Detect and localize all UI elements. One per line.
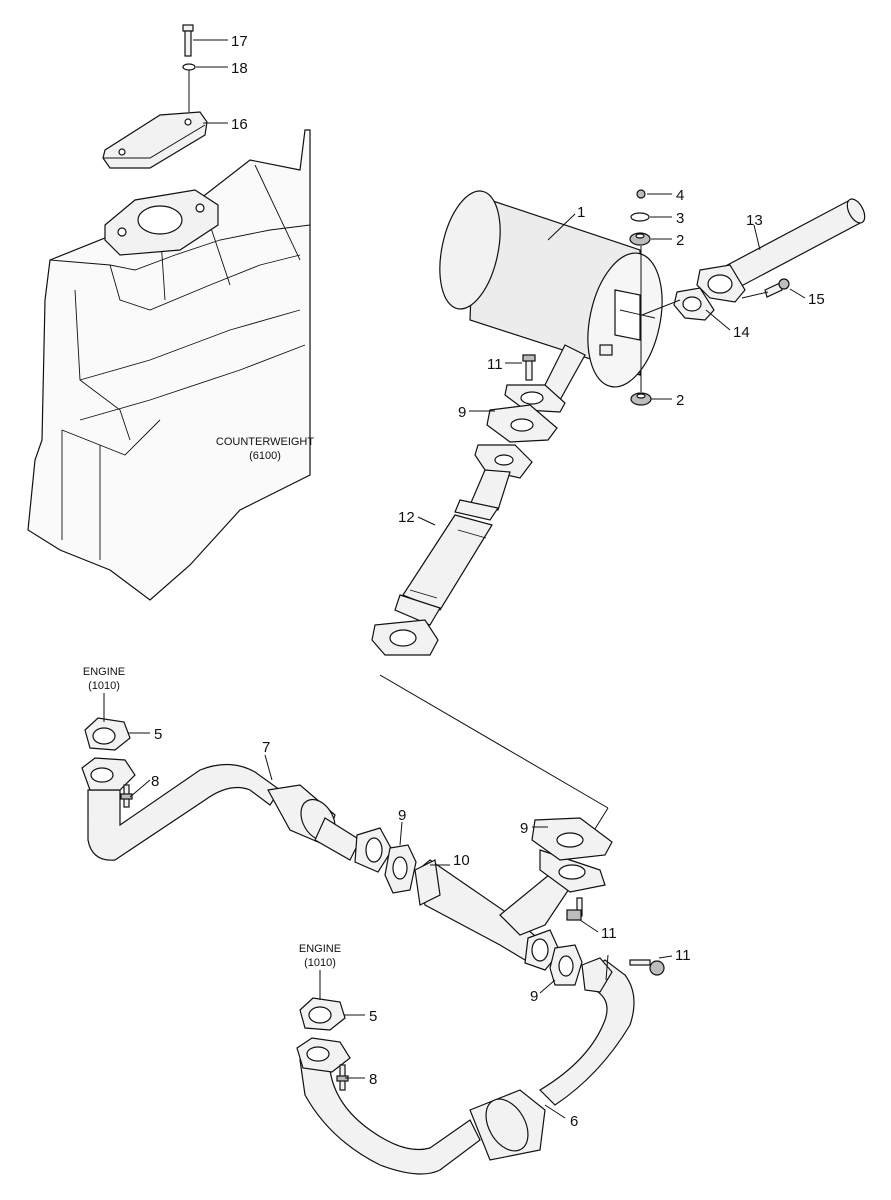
muffler-inlet-pipe [504,344,586,413]
callout-8-bottom: 8 [369,1071,377,1088]
nut-top [629,232,651,246]
gasket-14 [673,287,715,321]
callout-10: 10 [453,852,470,869]
callout-5-top: 5 [154,726,162,743]
engine-ref-bottom: (1010) [304,957,336,969]
gasket-9-right [531,817,613,861]
counterweight-ref: (6100) [249,450,281,462]
callout-4: 4 [676,187,684,204]
callout-12: 12 [398,509,415,526]
callout-1: 1 [577,204,585,221]
washer-3 [630,212,650,222]
engine-label-top: ENGINE [83,666,125,678]
callout-9-left: 9 [398,807,406,824]
gasket-5-top [84,717,131,751]
callout-9-upper: 9 [458,404,466,421]
gasket-9-lower [549,944,583,986]
callout-8-top: 8 [151,773,159,790]
stud-8-top [120,784,133,808]
callout-5-bottom: 5 [369,1008,377,1025]
callout-15: 15 [808,291,825,308]
muffler [439,190,663,388]
callout-14: 14 [733,324,750,341]
callout-3: 3 [676,210,684,227]
front-pipe-7 [81,757,393,873]
callout-9-lower: 9 [530,988,538,1005]
callout-17: 17 [231,33,248,50]
bolt [182,24,194,57]
leader-muffler-gasket [641,299,681,316]
callout-16: 16 [231,116,248,133]
leader-lines [103,39,806,1119]
front-pipe-6 [296,957,635,1175]
callout-6: 6 [570,1113,578,1130]
tail-pipe [696,198,866,303]
bolt-11-top [522,354,536,381]
nut-bottom [630,392,652,406]
leader-flex-to-y [379,674,609,809]
gasket-9-upper [486,404,558,443]
counterweight-label: COUNTERWEIGHT [216,436,314,448]
gasket-9-left [384,844,417,894]
callout-11-mid: 11 [601,925,617,942]
gasket-5-bottom [299,997,346,1031]
callout-7: 7 [262,739,270,756]
callout-11-bottom: 11 [675,947,691,964]
engine-ref-top: (1010) [88,680,120,692]
y-pipe-10 [414,849,606,971]
bolt-15 [764,278,790,298]
nut-4 [636,189,646,199]
cover-plate [102,111,208,169]
counterweight [27,129,311,601]
callout-11-top: 11 [487,356,503,373]
engine-label-bottom: ENGINE [299,943,341,955]
callout-2-bottom: 2 [676,392,684,409]
washer [182,63,196,71]
leader-tailpipe-bolt [741,291,769,299]
bolt-11-bottom [629,959,665,976]
callout-9-right: 9 [520,820,528,837]
bolt-11-mid [566,897,583,921]
callout-2-top: 2 [676,232,684,249]
callout-13: 13 [746,212,763,229]
callout-18: 18 [231,60,248,77]
flex-pipe [371,444,533,656]
